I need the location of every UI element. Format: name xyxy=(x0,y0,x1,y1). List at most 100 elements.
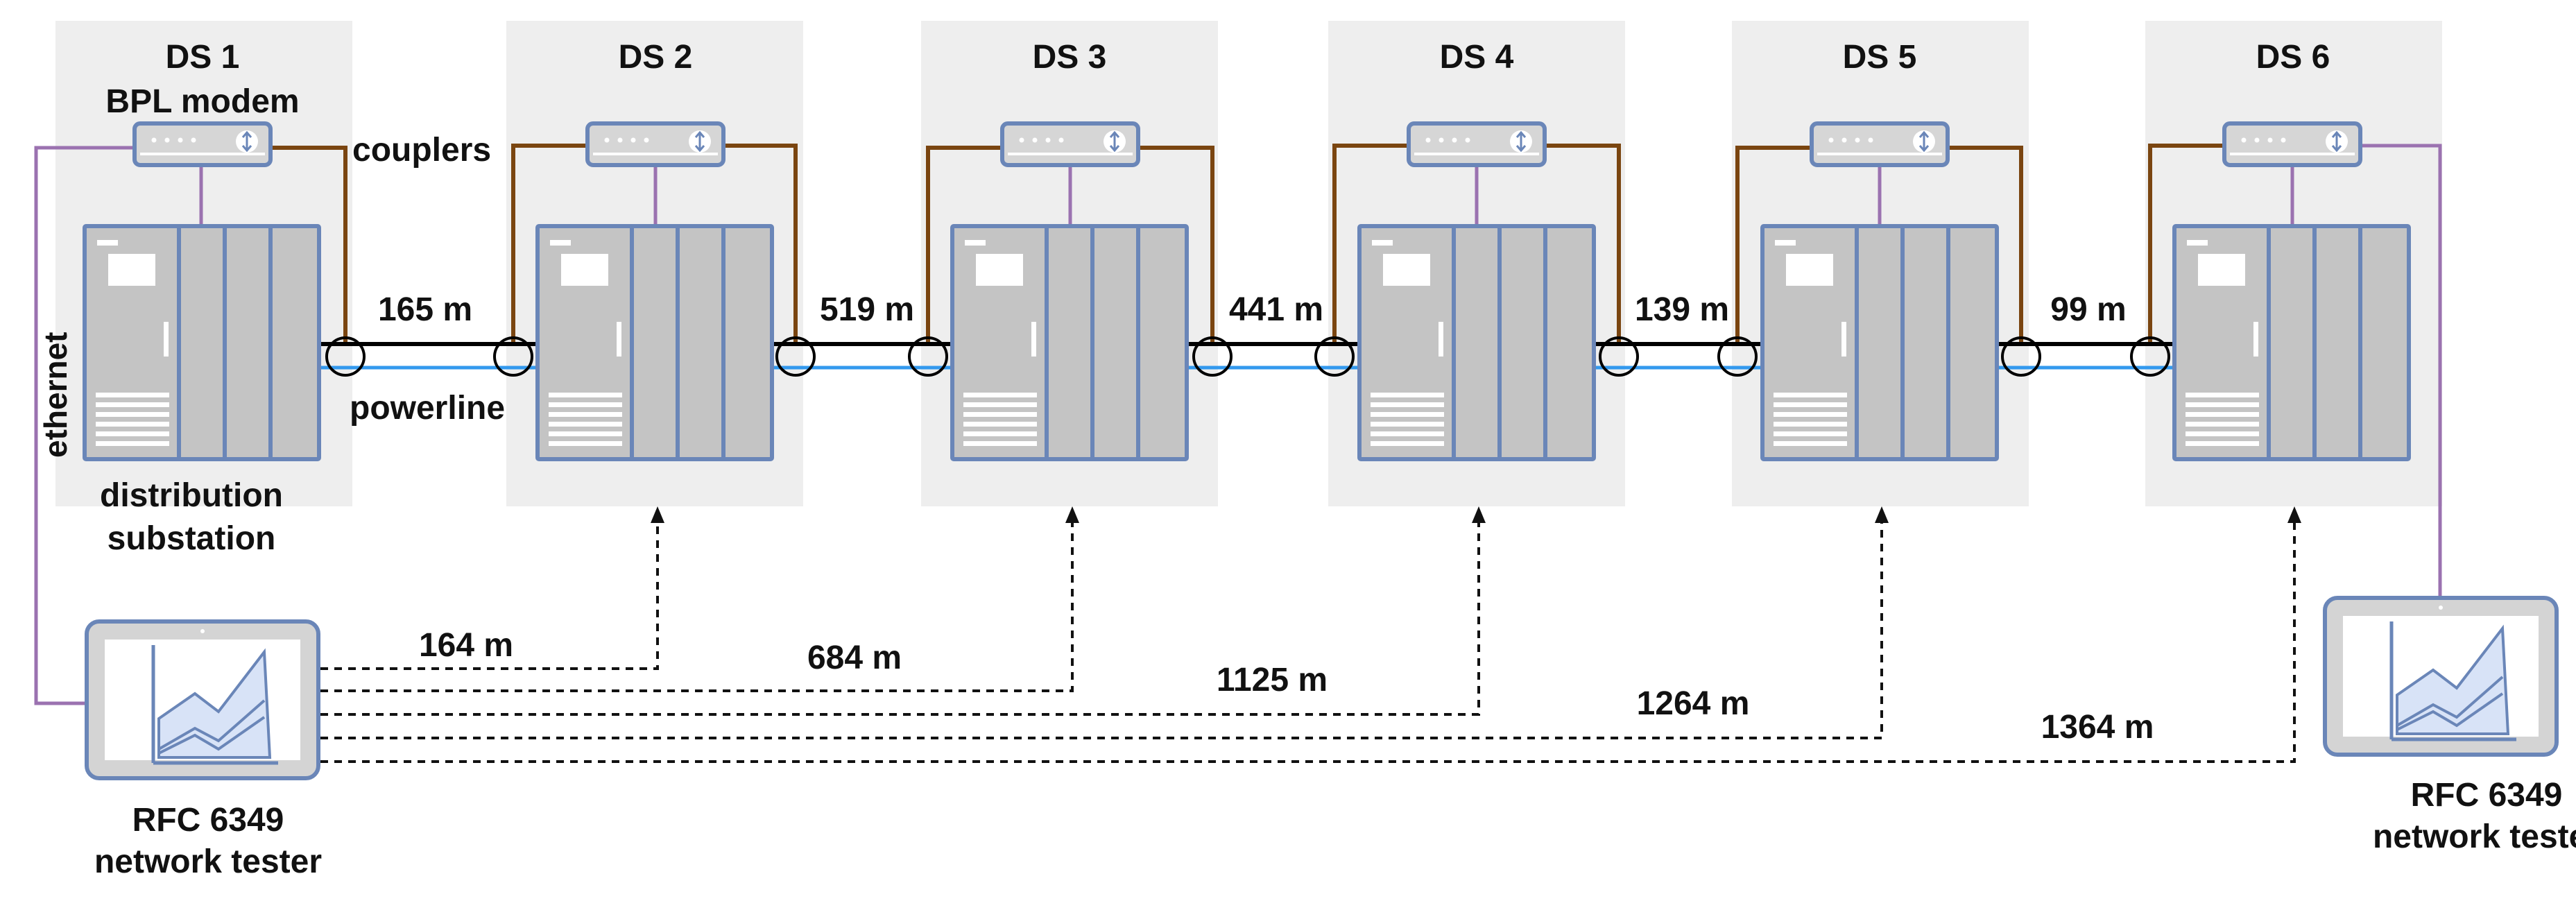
modem-led xyxy=(1841,137,1847,143)
modem-led xyxy=(191,137,196,143)
coupler-wire xyxy=(2148,144,2224,344)
tester-left-line2: network tester xyxy=(94,843,322,880)
coupler-ring xyxy=(2130,336,2170,377)
ethernet-wires xyxy=(34,144,2442,705)
modem-led xyxy=(1058,137,1064,143)
substation-boxes xyxy=(55,21,2442,506)
cabinet-vent xyxy=(1371,412,1444,417)
devices xyxy=(83,121,2559,780)
network-tester xyxy=(2323,596,2559,757)
ds4-title: DS 4 xyxy=(1440,39,1514,76)
coupler-ring xyxy=(908,336,948,377)
switchgear-cabinet xyxy=(1357,224,1596,461)
tester-camera xyxy=(200,629,205,633)
switchgear-cabinet xyxy=(950,224,1189,461)
coupler-ring xyxy=(775,336,816,377)
tester-camera xyxy=(2439,606,2443,610)
arrow-head xyxy=(651,506,664,523)
coupler-wire xyxy=(1543,144,1621,344)
modem-led xyxy=(1868,137,1873,143)
powerline-label: powerline xyxy=(350,390,505,427)
distance-label-3: 1125 m xyxy=(1217,662,1328,698)
switchgear-cabinet xyxy=(1760,224,1999,461)
cabinet-handle xyxy=(164,322,169,357)
modem-led xyxy=(2241,137,2247,143)
cabinet-vent xyxy=(2186,402,2259,407)
cabinet-vent xyxy=(549,393,622,397)
coupler-wire xyxy=(705,144,798,344)
cabinet-window xyxy=(108,254,155,286)
modem-led xyxy=(1855,137,1860,143)
ds3-title: DS 3 xyxy=(1033,39,1107,76)
switchgear-cabinet xyxy=(83,224,321,461)
coupler-ring xyxy=(1717,336,1758,377)
network-tester xyxy=(85,619,320,780)
cabinet-vent xyxy=(963,393,1037,397)
area-chart-icon xyxy=(2389,621,2516,741)
arrows-updown-icon xyxy=(1918,130,1930,153)
bpl-modem xyxy=(1407,121,1547,167)
arrow-head xyxy=(1875,506,1889,523)
coupler-wire xyxy=(1947,146,2023,344)
switchgear-cabinet xyxy=(2172,224,2411,461)
bpl-modem xyxy=(1810,121,1950,167)
cabinet-vent xyxy=(96,422,169,427)
distance-path xyxy=(320,519,2296,763)
area-chart-line xyxy=(2396,676,2504,727)
modem-led xyxy=(164,137,170,143)
modem-led xyxy=(1465,137,1470,143)
distance-path xyxy=(320,519,1883,739)
substation-label: substation xyxy=(108,520,276,557)
cabinet-vent xyxy=(1774,402,1847,407)
cabinet-vent xyxy=(96,412,169,417)
coupler-ring xyxy=(493,336,533,377)
cabinet-vent xyxy=(96,441,169,446)
modem-led xyxy=(1032,137,1038,143)
modem-led xyxy=(2254,137,2260,143)
segment-length-2: 519 m xyxy=(820,291,914,328)
distance-label-4: 1264 m xyxy=(1637,685,1750,722)
coupler-wire xyxy=(511,144,587,344)
cabinet-top-slot xyxy=(965,240,986,246)
modem-led xyxy=(1452,137,1457,143)
distribution-label: distribution xyxy=(100,477,283,514)
cabinet-vent xyxy=(963,441,1037,446)
cabinet-vent xyxy=(2186,422,2259,427)
bpl-modem xyxy=(585,121,725,167)
modem-led xyxy=(604,137,610,143)
modem-led xyxy=(1828,137,1834,143)
power-lines xyxy=(316,336,2178,377)
cabinet-handle xyxy=(2253,322,2258,357)
cabinet-handle xyxy=(617,322,621,357)
segment-length-4: 139 m xyxy=(1635,291,1729,328)
segment-length-3: 441 m xyxy=(1229,291,1323,328)
bpl-modem xyxy=(1000,121,1140,167)
cabinet-vent xyxy=(1371,402,1444,407)
coupler-ring xyxy=(1314,336,1355,377)
cabinet-vent xyxy=(963,412,1037,417)
bpl-modem xyxy=(132,121,273,167)
cabinet-top-slot xyxy=(97,240,118,246)
ds2-title: DS 2 xyxy=(619,39,693,76)
arrows-updown-icon xyxy=(241,130,252,153)
cabinet-vent xyxy=(96,393,169,397)
cabinet-vent xyxy=(2186,431,2259,436)
cabinet-vent xyxy=(549,441,622,446)
cabinet-vent xyxy=(549,412,622,417)
modem-led xyxy=(178,137,183,143)
cabinet-vent xyxy=(1371,441,1444,446)
cabinet-vent xyxy=(1371,393,1444,397)
arrow-head xyxy=(1065,506,1079,523)
cabinet-vent xyxy=(2186,412,2259,417)
distance-label-2: 684 m xyxy=(807,640,902,676)
modem-led xyxy=(644,137,649,143)
bpl-modem xyxy=(2222,121,2362,167)
coupler-ring xyxy=(1192,336,1233,377)
coupler-ring xyxy=(2001,336,2041,377)
coupler-wire xyxy=(1137,146,1214,344)
modem-led xyxy=(1425,137,1431,143)
switchgear-cabinet xyxy=(535,224,774,461)
arrows-updown-icon xyxy=(1109,130,1120,153)
coupler-ring xyxy=(325,336,366,377)
